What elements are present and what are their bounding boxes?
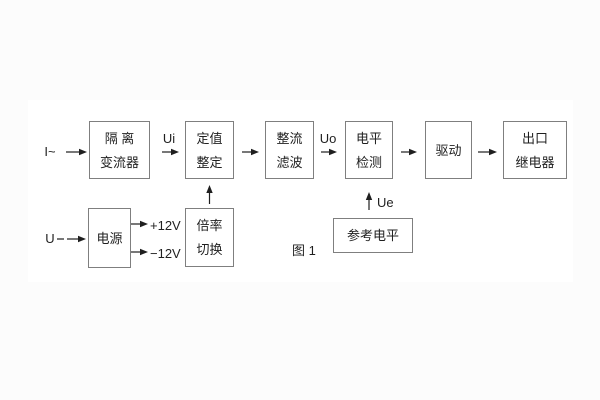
block-rectifier-line2: 滤波 (276, 154, 303, 170)
block-level-line1: 电平 (355, 130, 382, 146)
label-ue: Ue (377, 195, 394, 210)
block-power-line1: 电源 (96, 230, 123, 246)
label-minus-12v: −12V (150, 246, 181, 261)
block-output-relay-line2: 继电器 (515, 154, 555, 170)
block-rectifier-filter: 整流 滤波 (265, 121, 314, 179)
block-setpoint-line1: 定值 (196, 130, 223, 146)
block-power-supply: 电源 (88, 208, 131, 268)
block-drive-line1: 驱动 (435, 142, 462, 158)
block-ratio-switch: 倍率 切换 (185, 208, 234, 267)
block-isolation-transformer: 隔 离 变流器 (89, 121, 150, 179)
label-uo: Uo (319, 131, 337, 146)
block-ratio-line2: 切换 (196, 242, 223, 257)
block-isolation-line1: 隔 离 (104, 130, 135, 146)
label-input-voltage: U (45, 231, 55, 246)
label-input-current: I~ (44, 144, 56, 159)
block-reference-level: 参考电平 (333, 218, 413, 253)
block-setpoint-line2: 整定 (196, 154, 223, 170)
block-rectifier-line1: 整流 (276, 130, 303, 146)
block-level-line2: 检测 (355, 154, 382, 170)
block-isolation-line2: 变流器 (99, 154, 139, 170)
figure-caption: 图 1 (292, 243, 316, 258)
label-ui: Ui (162, 131, 176, 146)
block-level-detect: 电平 检测 (345, 121, 393, 179)
block-ratio-line1: 倍率 (196, 218, 223, 233)
block-reference-line1: 参考电平 (346, 228, 399, 243)
block-output-relay-line1: 出口 (521, 130, 548, 146)
block-setpoint-setting: 定值 整定 (185, 121, 234, 179)
block-output-relay: 出口 继电器 (503, 121, 567, 179)
label-plus-12v: +12V (150, 218, 181, 233)
block-drive: 驱动 (425, 121, 472, 179)
